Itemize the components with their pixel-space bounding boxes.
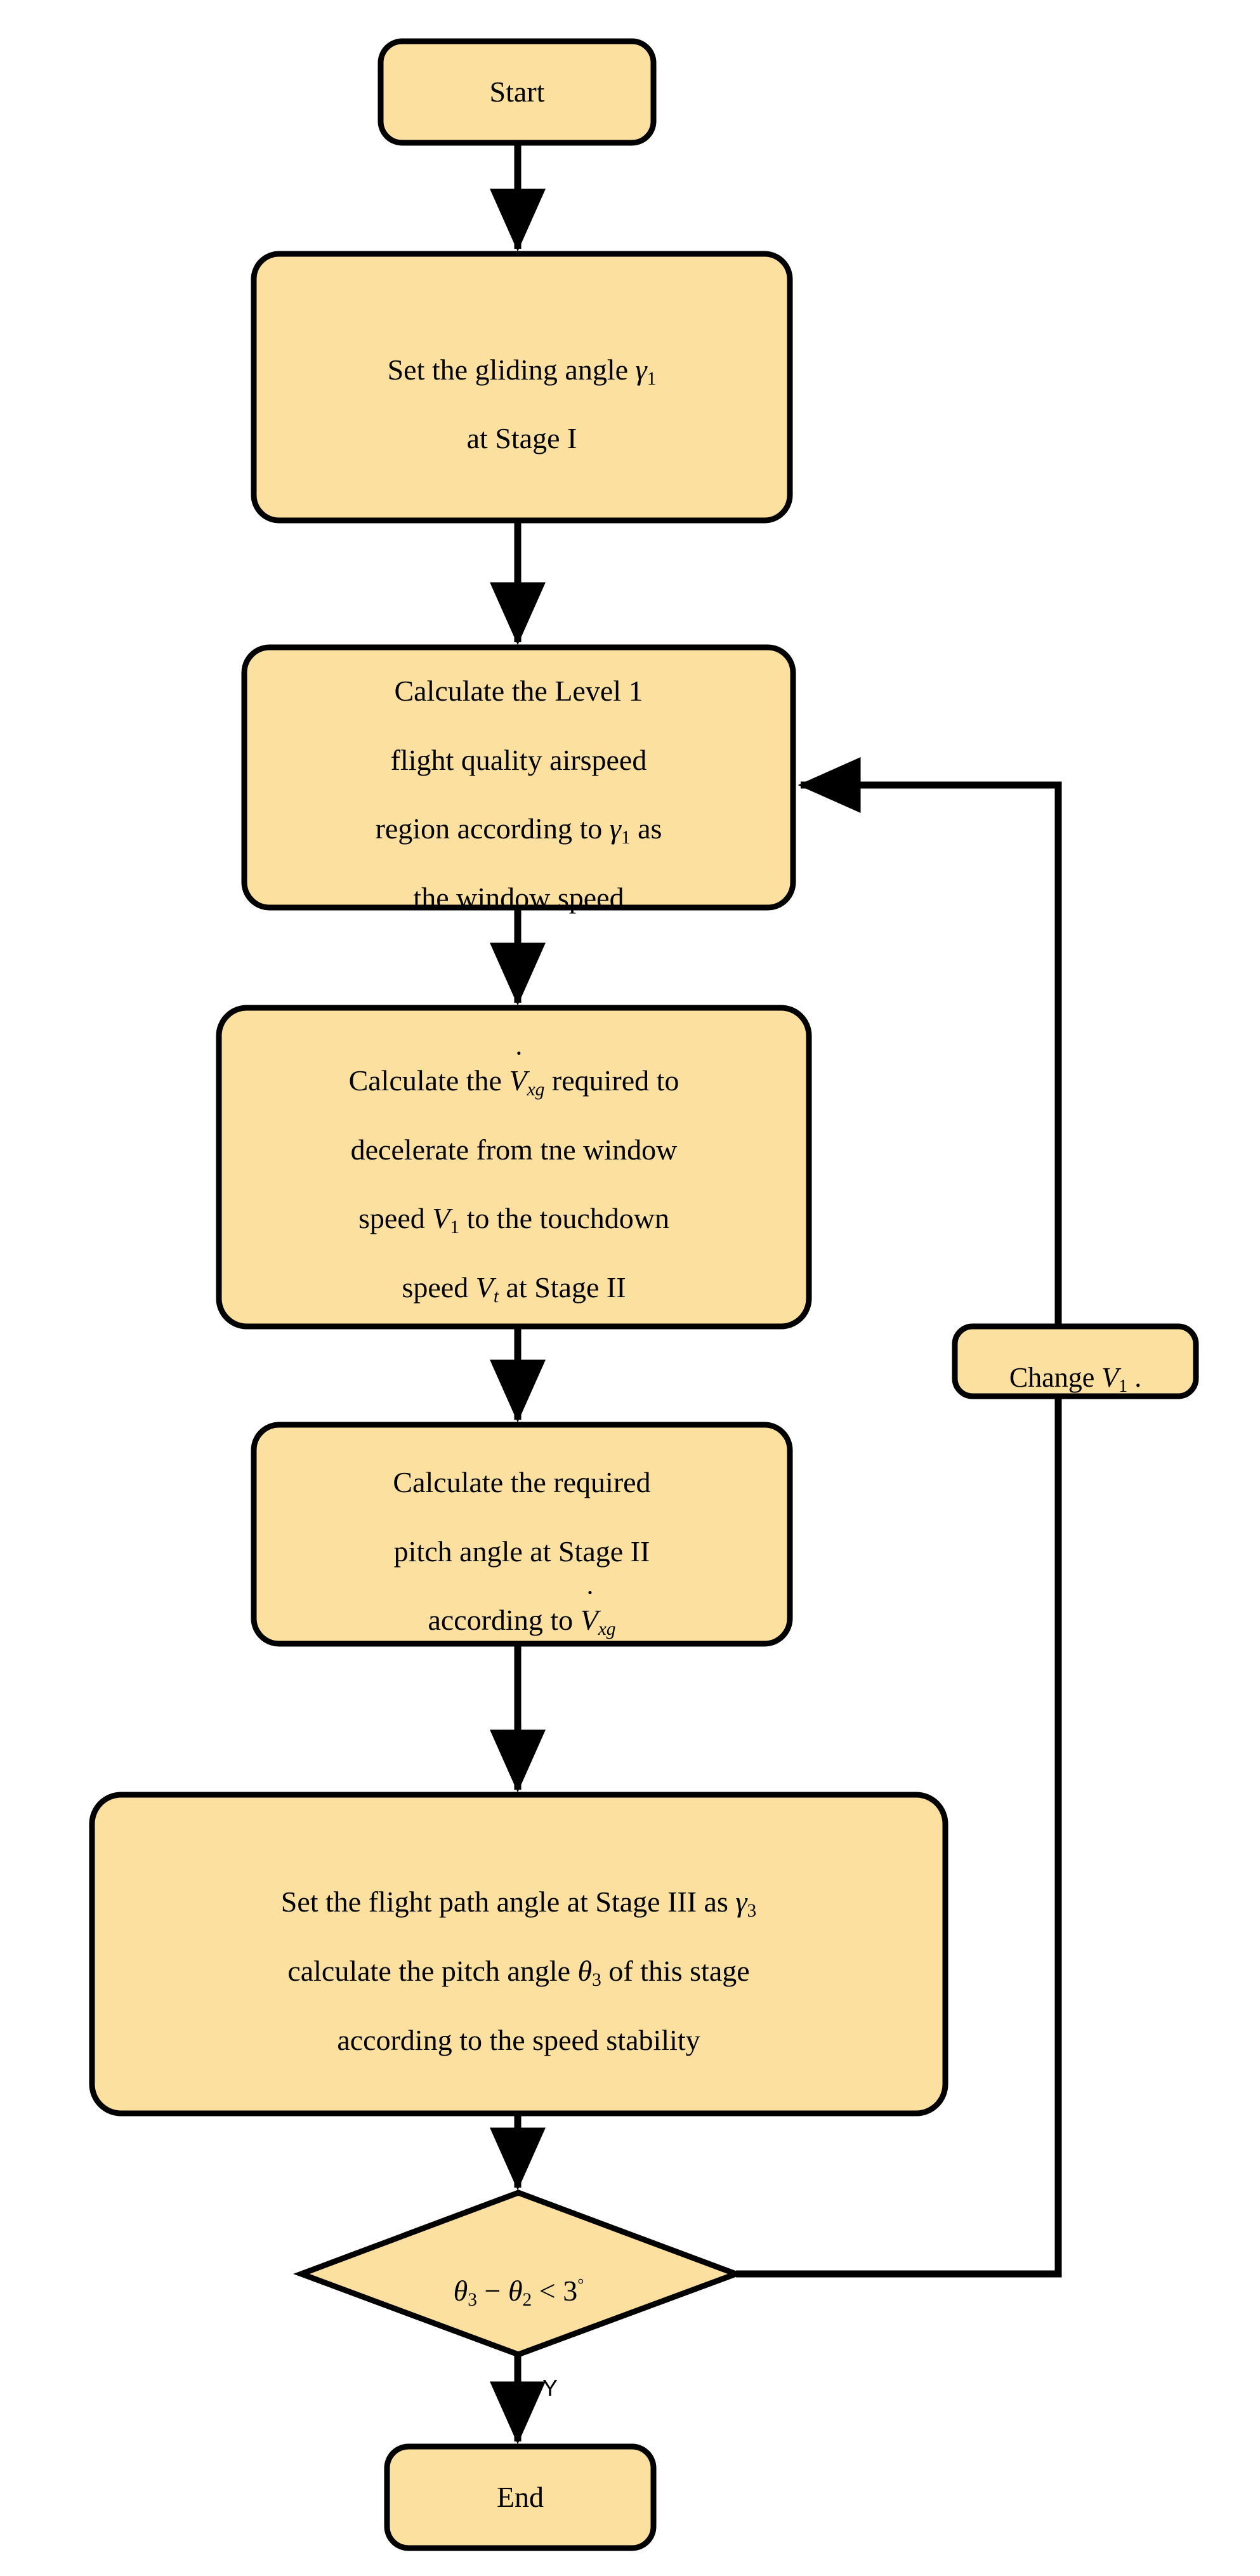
node-layer	[89, 38, 1199, 2551]
node-calc-level1-airspeed[interactable]	[241, 644, 796, 911]
node-change-v1[interactable]	[952, 1323, 1199, 1399]
edge-label-yes: Y	[542, 2375, 558, 2401]
node-set-gliding-angle[interactable]	[251, 251, 793, 524]
node-calc-pitch-stage2[interactable]	[251, 1422, 793, 1647]
edge-decision-feedback	[736, 757, 1062, 2278]
node-calc-vxgdot[interactable]	[216, 1005, 812, 1330]
node-set-flight-path-stage3[interactable]	[89, 1792, 948, 2117]
node-decision-theta[interactable]	[293, 2190, 744, 2358]
node-end[interactable]	[384, 2443, 657, 2551]
node-start[interactable]	[377, 38, 657, 146]
